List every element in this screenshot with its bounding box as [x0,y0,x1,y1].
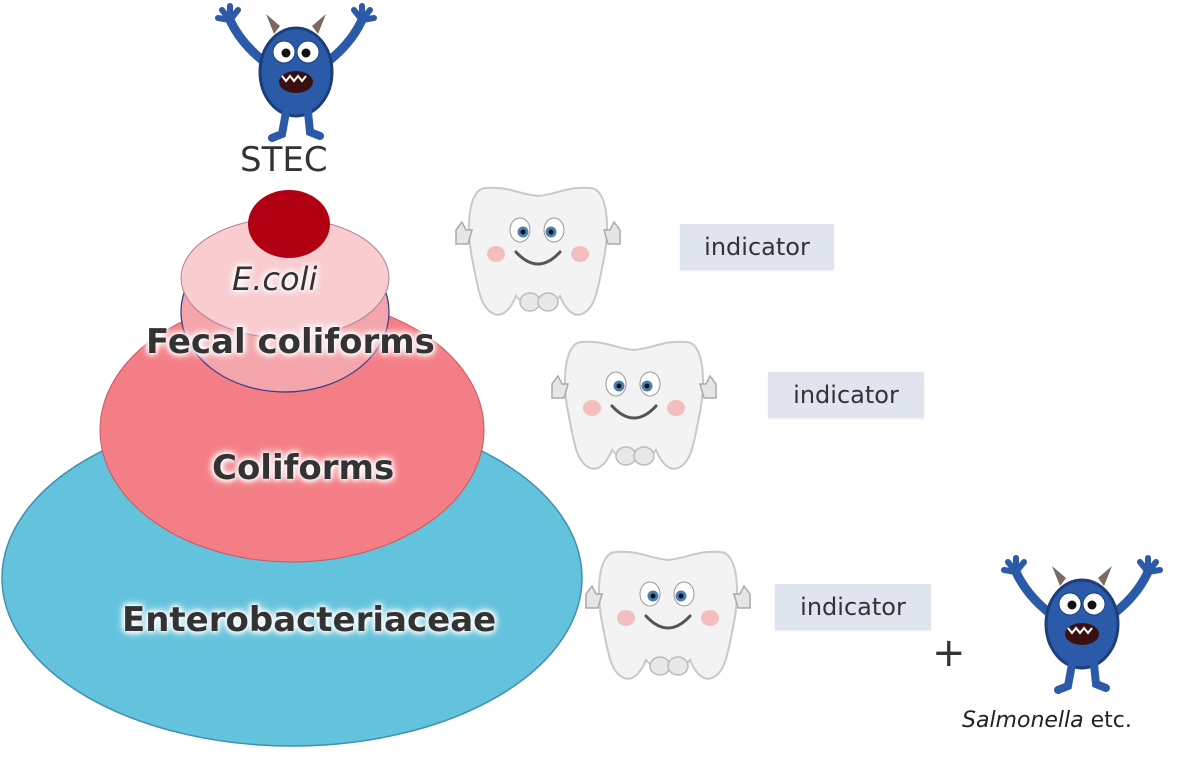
tooth-mascot-icon-1 [454,186,622,317]
salmonella-name: Salmonella [962,708,1084,733]
monster-icon-bottom [1004,558,1160,690]
indicator-label-1: indicator [680,224,834,270]
indicator-label-3: indicator [775,584,931,630]
plus-symbol: + [932,630,966,676]
stec-label: STEC [240,140,328,180]
tooth-mascot-icon-3 [584,550,752,681]
indicator-label-2: indicator [768,372,924,418]
monster-icon-top [218,6,374,138]
enterobacteriaceae-label: Enterobacteriaceae [122,600,497,640]
coliforms-label: Coliforms [212,448,395,488]
tooth-mascot-icon-2 [550,340,718,471]
salmonella-label: Salmonella etc. [962,708,1132,733]
fecal-coliforms-label: Fecal coliforms [146,322,435,362]
etc-text: etc. [1083,708,1132,733]
stec-dot [248,190,330,258]
ecoli-label: E.coli [232,260,318,298]
